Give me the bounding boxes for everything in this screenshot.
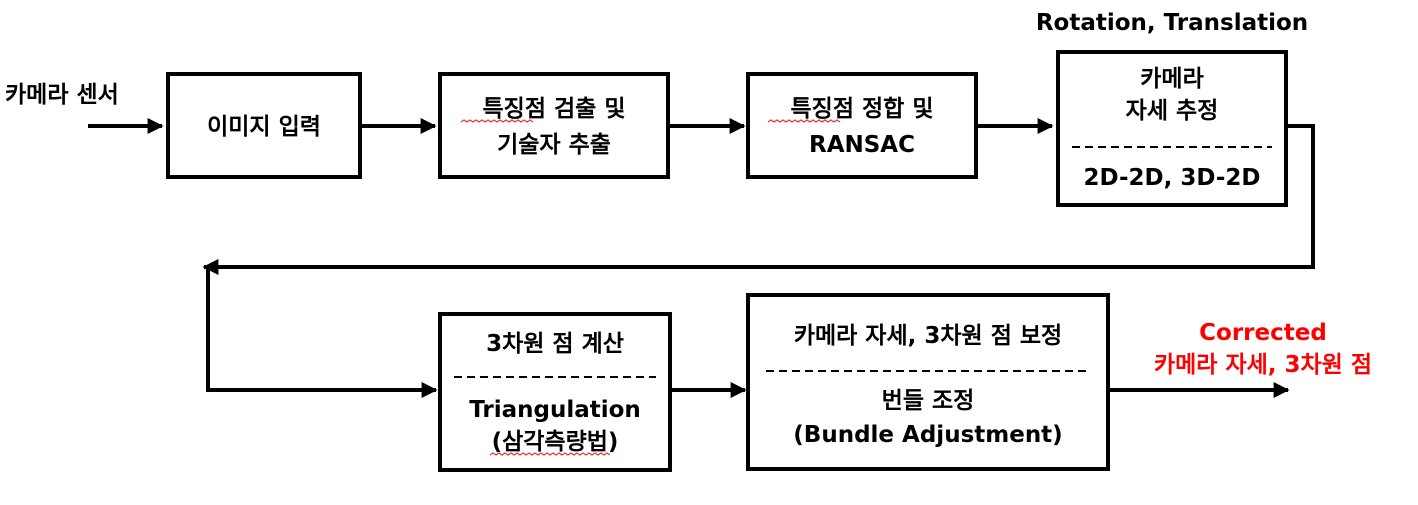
block-feature-match-line1: 특징점 정합 및: [791, 96, 934, 122]
block-pose-estimate-sub: 2D-2D, 3D-2D: [1083, 165, 1260, 191]
block-feature-detect-line1: 특징점 검출 및: [483, 96, 626, 122]
block-triangulation: 3차원 점 계산 Triangulation (삼각측량법): [438, 312, 672, 472]
block-bundle-adjust-sub1: 번들 조정: [882, 388, 975, 414]
spellcheck-underline: [767, 119, 841, 123]
block-feature-match: 특징점 정합 및 RANSAC: [746, 72, 978, 179]
block-bundle-adjust-sub2: (Bundle Adjustment): [793, 422, 1062, 448]
block-pose-estimate-line1: 카메라: [1140, 66, 1203, 92]
spellcheck-underline: [489, 452, 611, 456]
arrow-return-line-to-triangulation: [206, 268, 438, 398]
block-bundle-adjust-line1: 카메라 자세, 3차원 점 보정: [794, 323, 1062, 349]
block-pose-estimate: 카메라 자세 추정 2D-2D, 3D-2D: [1056, 50, 1288, 207]
block-pose-estimate-line2: 자세 추정: [1126, 98, 1219, 124]
output-label-line1: Corrected: [1199, 320, 1327, 346]
block-feature-detect: 특징점 검출 및 기술자 추출: [438, 72, 670, 179]
block-feature-detect-line2: 기술자 추출: [497, 132, 611, 158]
connector-pose-estimate-to-return-line: [202, 124, 1315, 275]
spellcheck-underline: [460, 119, 534, 123]
block-image-input-label: 이미지 입력: [207, 114, 321, 140]
block-image-input: 이미지 입력: [166, 72, 362, 179]
block-triangulation-sub2: (삼각측량법): [492, 429, 619, 455]
block-triangulation-sub1: Triangulation: [469, 397, 641, 423]
input-label: 카메라 센서: [5, 82, 119, 108]
block-feature-match-line2: RANSAC: [809, 132, 915, 158]
pose-io-label: Rotation, Translation: [1036, 10, 1308, 36]
block-bundle-adjust: 카메라 자세, 3차원 점 보정 번들 조정 (Bundle Adjustmen…: [746, 293, 1110, 471]
block-triangulation-line1: 3차원 점 계산: [486, 331, 624, 357]
output-label-line2: 카메라 자세, 3차원 점: [1154, 352, 1372, 378]
